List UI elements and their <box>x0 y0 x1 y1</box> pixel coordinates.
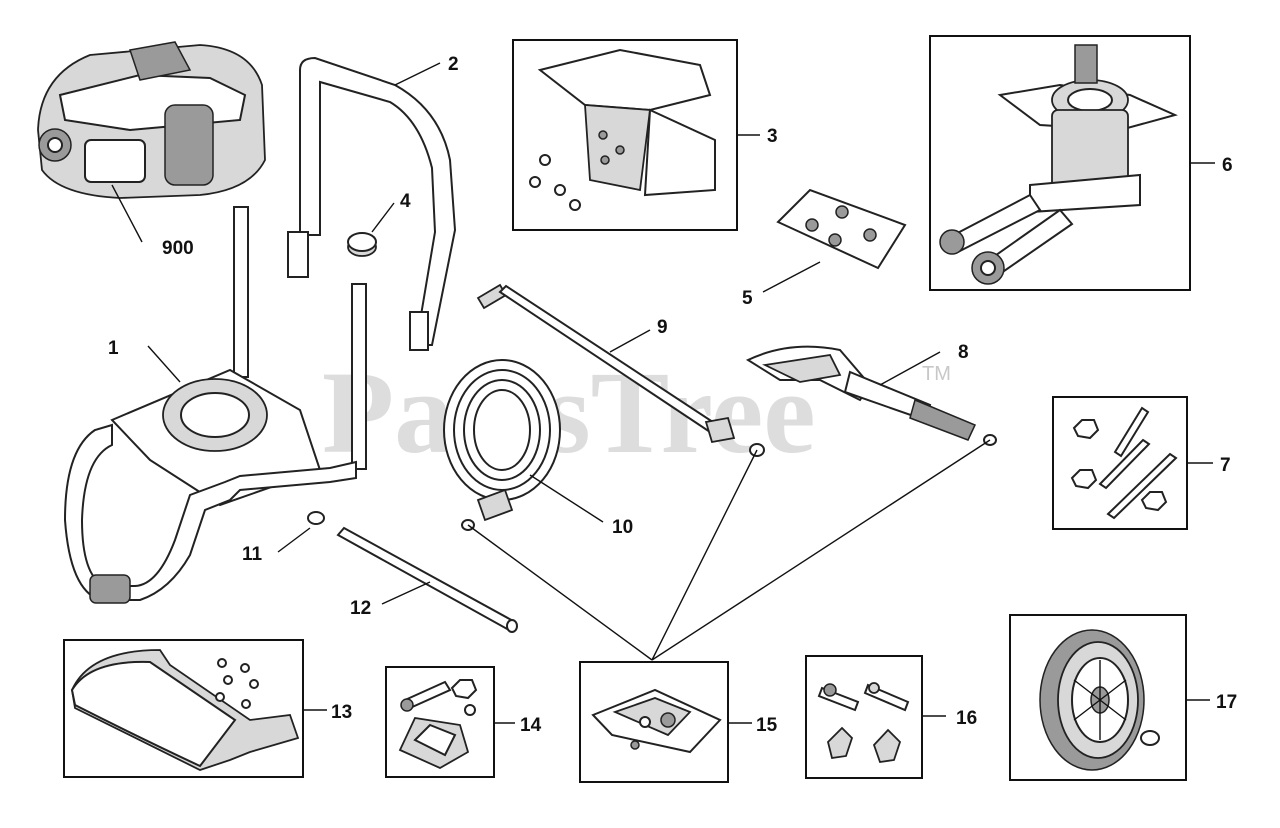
leader-2 <box>394 62 441 86</box>
callout-3[interactable]: 3 <box>767 126 778 147</box>
leader-8 <box>879 351 941 386</box>
callout-14[interactable]: 14 <box>520 715 542 736</box>
callout-1[interactable]: 1 <box>108 338 119 359</box>
leader-1 <box>147 345 181 383</box>
part-hose[interactable] <box>443 359 561 531</box>
callout-4[interactable]: 4 <box>400 191 411 212</box>
callout-6[interactable]: 6 <box>1222 155 1233 176</box>
leader-4 <box>371 202 395 233</box>
box-13 <box>63 639 304 778</box>
part-engine-cover[interactable] <box>70 649 300 771</box>
part-wheel-hardware[interactable] <box>817 682 910 763</box>
leader-9 <box>609 329 651 353</box>
part-nozzle-kit[interactable] <box>591 688 722 754</box>
callout-17[interactable]: 17 <box>1216 692 1237 713</box>
leader-5 <box>762 261 821 293</box>
callout-13[interactable]: 13 <box>331 702 352 723</box>
watermark-text: PartsTree <box>322 347 816 478</box>
part-hardware-bag[interactable] <box>776 188 907 270</box>
callout-900[interactable]: 900 <box>162 238 194 259</box>
box-17 <box>1009 614 1187 781</box>
part-engine[interactable] <box>37 41 266 199</box>
callout-5[interactable]: 5 <box>742 288 753 309</box>
leader-10 <box>529 474 604 523</box>
part-wand[interactable] <box>476 283 765 457</box>
part-axle[interactable] <box>336 526 518 633</box>
box-15 <box>579 661 729 783</box>
part-cap[interactable] <box>347 232 377 257</box>
box-16 <box>805 655 923 779</box>
part-pump[interactable] <box>939 44 1178 285</box>
part-foot-bracket[interactable] <box>398 679 478 770</box>
watermark-trademark: TM <box>922 363 951 385</box>
callout-16[interactable]: 16 <box>956 708 977 729</box>
part-bushing[interactable] <box>307 511 325 525</box>
leader-12 <box>381 581 431 605</box>
leader-900 <box>111 184 143 243</box>
callout-11[interactable]: 11 <box>242 544 263 565</box>
box-14 <box>385 666 495 778</box>
callout-8[interactable]: 8 <box>958 342 969 363</box>
part-frame[interactable] <box>63 206 367 604</box>
callout-7[interactable]: 7 <box>1220 455 1231 476</box>
part-bolts-nuts[interactable] <box>1070 406 1178 520</box>
callout-15[interactable]: 15 <box>756 715 778 736</box>
leader-15-b <box>651 449 758 661</box>
part-wheel[interactable] <box>1039 629 1160 771</box>
part-spray-gun[interactable] <box>745 345 997 446</box>
callout-12[interactable]: 12 <box>350 598 371 619</box>
leader-11 <box>277 527 311 553</box>
leader-15-c <box>651 439 991 661</box>
callout-9[interactable]: 9 <box>657 317 668 338</box>
leader-15-a <box>467 524 653 661</box>
part-cover-panel[interactable] <box>529 48 716 211</box>
callout-2[interactable]: 2 <box>448 54 459 75</box>
callout-10[interactable]: 10 <box>612 517 633 538</box>
part-handle[interactable] <box>287 56 457 351</box>
